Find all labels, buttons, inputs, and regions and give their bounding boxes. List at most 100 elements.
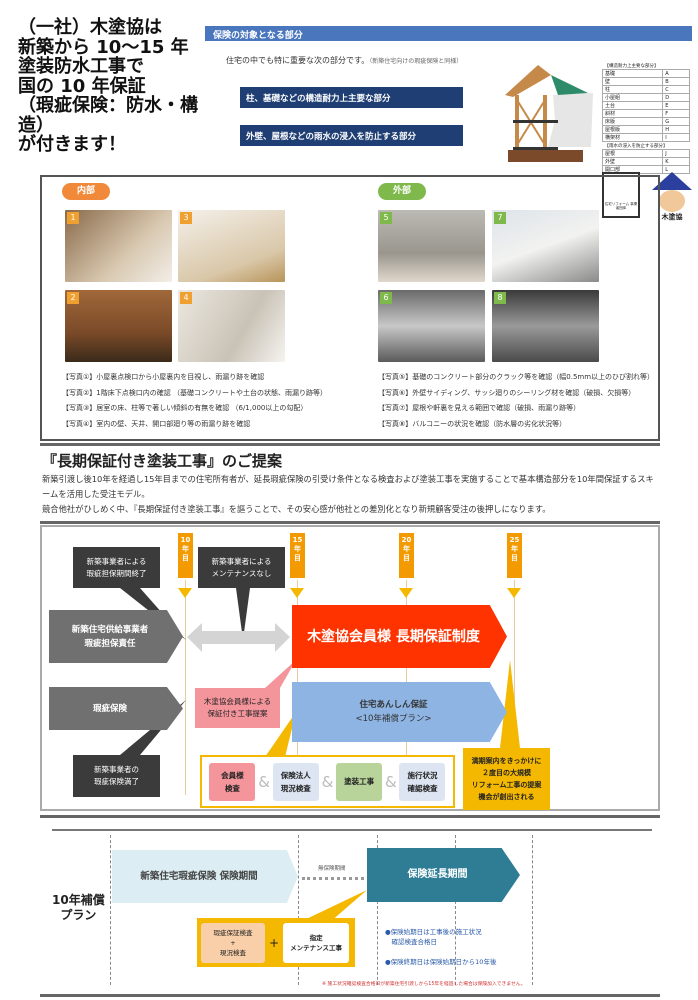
outer-captions: 【写真⑤】基礎のコンクリート部分のクラック等を確認（幅0.5mm以上のひび割れ等… [378, 370, 654, 432]
extended-insurance-period: 保険延長期間 [367, 848, 520, 902]
ampersand: & [384, 772, 397, 791]
step-painting: 塗装工事 [336, 762, 383, 801]
photo-interior-wall: 4 [178, 290, 285, 362]
caption: 【写真⑤】基礎のコンクリート部分のクラック等を確認（幅0.5mm以上のひび割れ等… [378, 373, 655, 381]
table-head-water: 【雨水の浸入を防止する部分】 [604, 143, 668, 149]
proposal-paragraph: 新築引渡し後10年を経過し15年目までの住宅所有者が、延長瑕疵保険の引受け条件と… [42, 474, 654, 499]
dashed-line [110, 835, 111, 985]
callout-warranty-end: 新築事業者による 瑕疵担保期間終了 [73, 547, 160, 588]
photo-number: 5 [380, 212, 392, 224]
coverage-intro: 住宅の中でも特に重要な次の部分です。（新築住宅向けの瑕疵保険と同様） [226, 55, 462, 66]
supplier-liability-arrow: 新築住宅供給事業者 瑕疵担保責任 [49, 610, 183, 663]
callout-no-maintenance: 新築事業者による メンテナンスなし [198, 547, 285, 588]
photo-underfloor: 2 [65, 290, 172, 362]
ampersand: & [258, 772, 270, 791]
dashed-line [377, 835, 378, 985]
proposal-text: 新築引渡し後10年を経過し15年目までの住宅所有者が、延長瑕疵保険の引受け条件と… [42, 472, 658, 517]
outer-label: 外部 [378, 183, 426, 200]
caption: 【写真⑦】屋根や軒裏を見える範囲で確認（破損、雨漏り跡等） [378, 404, 581, 412]
caption: 【写真⑥】外壁サイディング、サッシ廻りのシーリング材を確認（破損、欠損等） [378, 388, 636, 397]
year-marker-10: 10 年 目 [178, 533, 193, 578]
caption: 【写真①】小屋裏点検口から小屋裏内を目視し、雨漏り跡を確認 [62, 373, 265, 381]
dashed-line [455, 835, 456, 985]
new-home-insurance-period: 新築住宅瑕疵保険 保険期間 [112, 850, 298, 903]
coverage-item-water: 外壁、屋根などの雨水の浸入を防止する部分 [240, 125, 463, 146]
house-diagram [505, 65, 593, 162]
caption: 【写真③】居室の床、柱等で著しい傾斜の有無を確認 （6/1,000以上の勾配） [62, 404, 308, 412]
step-insurer-inspection: 保険法人 現況検査 [272, 762, 319, 801]
caption: 【写真②】1階床下点検口内の確認 （基礎コンクリートや土台の状態、雨漏り跡等） [62, 388, 327, 397]
photo-eaves: 6 [378, 290, 485, 362]
intro-text: 住宅の中でも特に重要な次の部分です。 [226, 56, 370, 65]
divider [40, 815, 660, 818]
photo-foundation: 5 [378, 210, 485, 282]
anshin-warranty-arrow: 住宅あんしん保証 <10年補償プラン> [292, 682, 507, 742]
photo-balcony: 8 [492, 290, 599, 362]
double-arrow-icon [302, 877, 364, 880]
inner-label: 内部 [62, 183, 110, 200]
dashed-line [532, 835, 533, 985]
guaranteed-work-proposal: 木塗協会員様による 保証付き工事提案 [195, 688, 280, 728]
plan-footnote: ※ 施工状況確認検査合格日が新築住宅引渡しから15年を経過した場合は保険加入でき… [322, 982, 526, 987]
photo-number: 1 [67, 212, 79, 224]
mascot-logo: 木塗協 [650, 172, 694, 228]
year-line [185, 580, 186, 795]
year-marker-20: 20 年 目 [399, 533, 414, 578]
coverage-item-structure: 柱、基礎などの構造耐力上主要な部分 [240, 87, 463, 108]
triangle-down-icon [290, 588, 304, 598]
coverage-title: 保険の対象となる部分 [205, 26, 692, 41]
mascot-face-icon [659, 190, 685, 212]
step-member-inspection: 会員様 検査 [209, 762, 256, 801]
divider [40, 443, 660, 446]
caption: 【写真④】室内の壁、天井、開口部廻り等の雨漏り跡を確認 [62, 419, 251, 428]
proposal-paragraph: 競合他社がひしめく中、『長期保証付き塗装工事』を謳うことで、その安心感が他社との… [42, 504, 551, 514]
plus-icon: + [269, 935, 280, 950]
inner-captions: 【写真①】小屋裏点検口から小屋裏内を目視し、雨漏り跡を確認 【写真②】1階床下点… [62, 370, 327, 432]
table-head-structure: 【構造耐力上主要な部分】 [604, 63, 659, 69]
designated-maintenance: 指定 メンテナンス工事 [283, 922, 350, 963]
photo-floor-level: 3 [178, 210, 285, 282]
inspection-panel [40, 175, 660, 441]
bullet-item: ●保険始期日は工事後の施工状況 確認検査合格日 [385, 928, 482, 946]
photo-number: 7 [494, 212, 506, 224]
triangle-down-icon [507, 588, 521, 598]
defect-insurance-arrow: 瑕疵保険 [49, 687, 183, 730]
renewal-opportunity-note: 満期案内をきっかけに ２度目の大規模 リフォーム工事の提案 機会が創出される [463, 748, 550, 810]
triangle-down-icon [178, 588, 192, 598]
part: 横架材 [601, 133, 664, 143]
divider [40, 994, 660, 997]
reform-association-logo: 住宅リフォーム 事業者団体 [602, 172, 640, 218]
photo-siding: 7 [492, 210, 599, 282]
photo-number: 4 [180, 292, 192, 304]
photo-number: 8 [494, 292, 506, 304]
defect-inspection: 瑕疵保証検査 + 現況検査 [201, 922, 265, 963]
plan-bullets: ●保険始期日は工事後の施工状況 確認検査合格日 ●保険終期日は保険始期日から10… [385, 917, 496, 977]
long-term-warranty-arrow: 木塗協会員様 長期保証制度 [292, 605, 507, 668]
anshin-plan: <10年補償プラン> [355, 714, 432, 724]
step-completion-inspection: 施行状況 確認検査 [399, 762, 446, 801]
mascot-text: 木塗協 [661, 213, 683, 221]
triangle-down-icon [399, 588, 413, 598]
year-line [514, 580, 515, 795]
photo-number: 6 [380, 292, 392, 304]
proposal-heading: 『長期保証付き塗装工事』のご提案 [42, 452, 283, 470]
callout-insurance-expired: 新築事業者の 瑕疵保険満了 [73, 755, 160, 797]
year-marker-25: 25 年 目 [507, 533, 522, 578]
caption: 【写真⑧】バルコニーの状況を確認（防水層の劣化状況等） [378, 419, 567, 428]
ampersand: & [321, 772, 334, 791]
photo-attic: 1 [65, 210, 172, 282]
plan-callout-pointer [300, 890, 367, 922]
plan-top-line [52, 829, 652, 831]
anshin-title: 住宅あんしん保証 [359, 700, 428, 710]
bullet-item: ●保険終期日は保険始期日から10年後 [385, 958, 497, 966]
plan-label: 10年補償 プラン [52, 893, 105, 922]
photo-number: 3 [180, 212, 192, 224]
year-marker-15: 15 年 目 [290, 533, 305, 578]
timeline-diagram [40, 525, 660, 811]
uninsured-period-label: 無保険期間 [318, 866, 346, 872]
plan-requirements: 瑕疵保証検査 + 現況検査 + 指定 メンテナンス工事 [197, 918, 355, 967]
photo-number: 2 [67, 292, 79, 304]
divider [40, 521, 660, 524]
